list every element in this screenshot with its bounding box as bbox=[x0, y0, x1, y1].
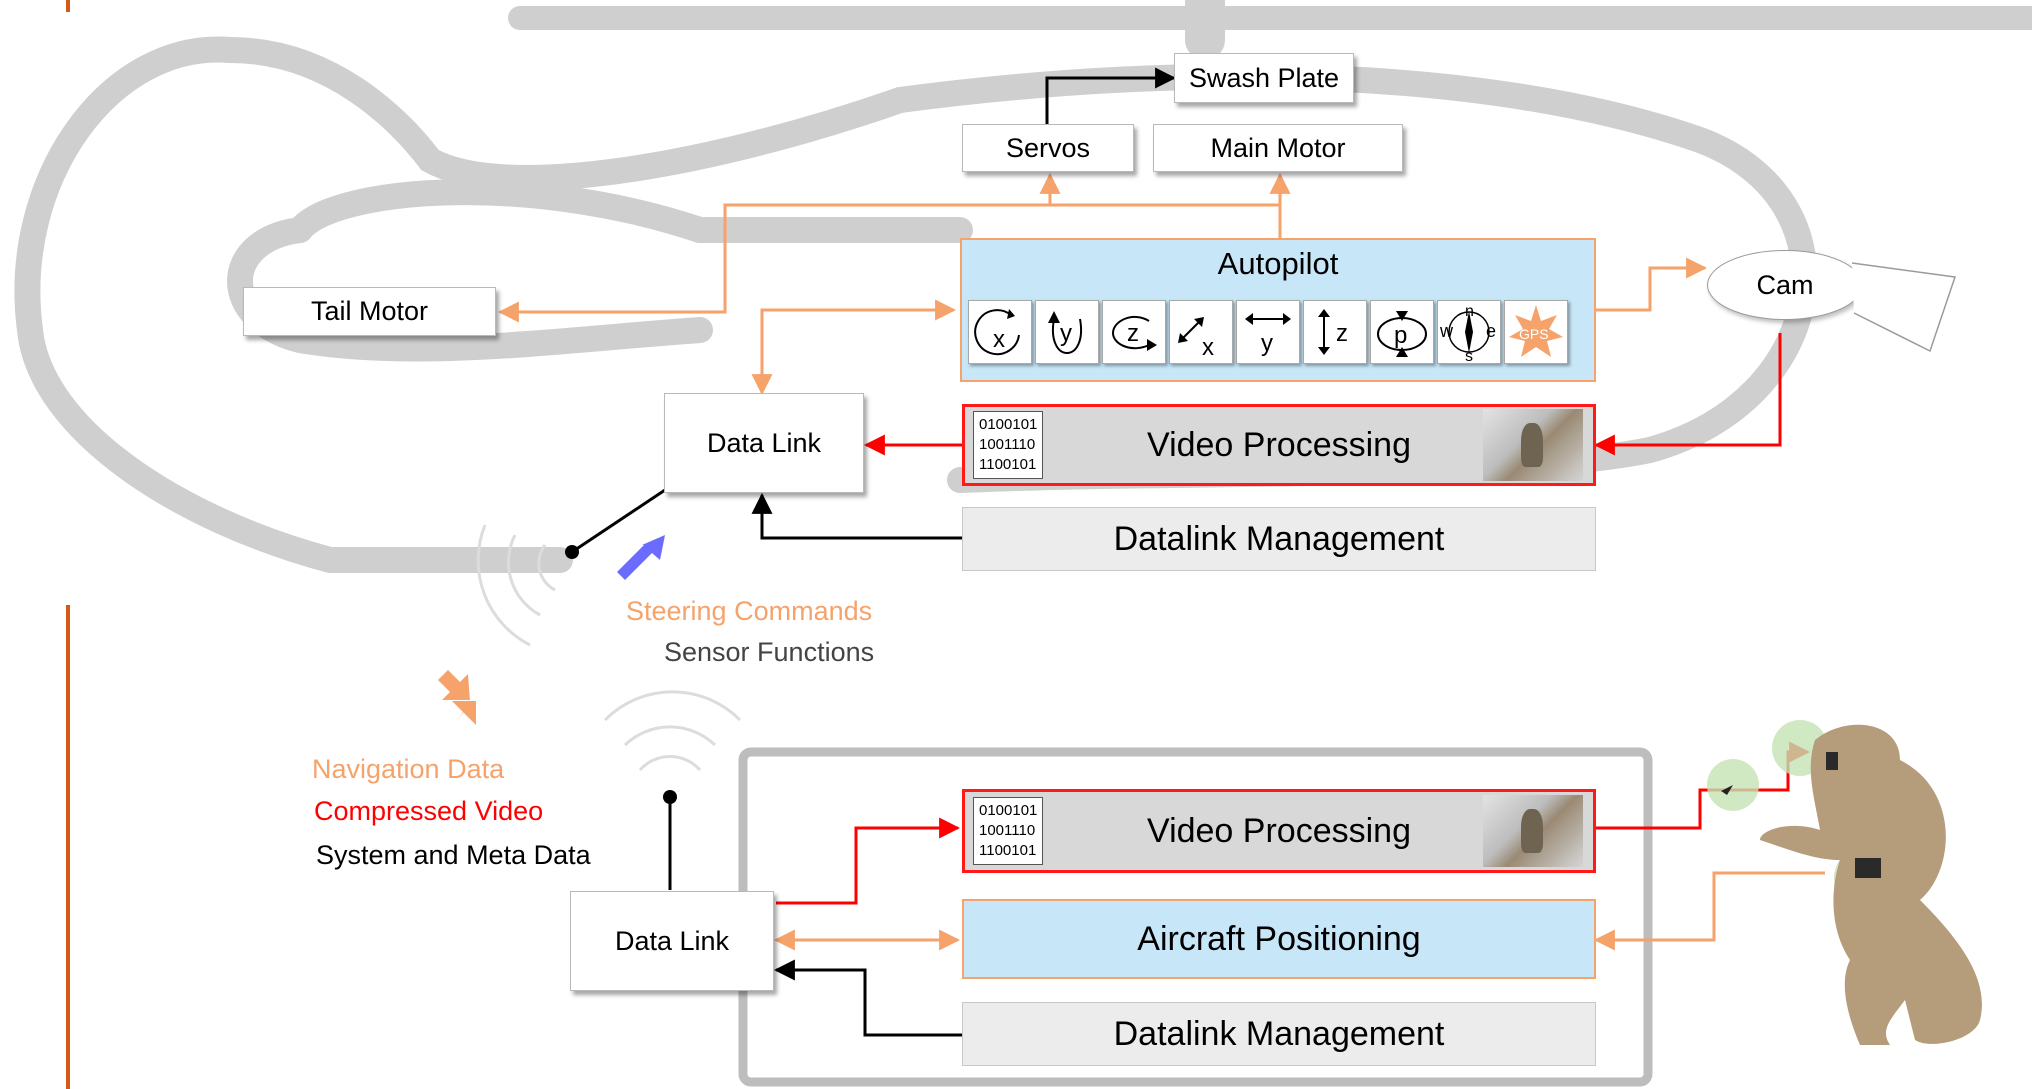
translate-z-icon: z bbox=[1318, 309, 1348, 355]
video-processing-ground-box: 0100101 1001110 1100101 Video Processing bbox=[962, 789, 1596, 873]
system-meta-data-label: System and Meta Data bbox=[316, 840, 591, 870]
compressed-video-label: Compressed Video bbox=[314, 796, 544, 826]
compass-icon: n w e s bbox=[1439, 303, 1496, 365]
swash-plate-box: Swash Plate bbox=[1174, 53, 1354, 103]
bottom-wires bbox=[773, 741, 1825, 1037]
svg-text:x: x bbox=[993, 326, 1005, 353]
svg-text:z: z bbox=[1127, 320, 1139, 347]
data-link-air-label: Data Link bbox=[706, 427, 822, 458]
aircraft-positioning-box: Aircraft Positioning bbox=[962, 899, 1596, 979]
video-processing-air-label: Video Processing bbox=[1147, 425, 1411, 464]
soldier-figure bbox=[1707, 720, 1982, 1045]
datalink-management-air-label: Datalink Management bbox=[1113, 519, 1445, 558]
svg-text:y: y bbox=[1060, 320, 1072, 347]
cam-lens bbox=[1851, 262, 1957, 353]
data-link-ground-label: Data Link bbox=[614, 925, 730, 956]
main-motor-label: Main Motor bbox=[1210, 132, 1346, 163]
svg-text:y: y bbox=[1261, 330, 1273, 357]
top-orange-wires bbox=[497, 172, 1708, 396]
video-processing-air-box: 0100101 1001110 1100101 Video Processing bbox=[962, 404, 1596, 486]
video-thumbnail-air bbox=[1483, 409, 1583, 481]
datalink-management-ground-box: Datalink Management bbox=[962, 1002, 1596, 1066]
autopilot-title: Autopilot bbox=[1217, 246, 1339, 281]
svg-text:p: p bbox=[1394, 322, 1407, 349]
steering-commands-label: Steering Commands bbox=[626, 596, 873, 626]
rotate-z-icon: z bbox=[1111, 315, 1157, 351]
tile-rotate-z: z bbox=[1102, 300, 1166, 364]
binary-data-air: 0100101 1001110 1100101 bbox=[973, 411, 1044, 479]
aircraft-positioning-label: Aircraft Positioning bbox=[1137, 919, 1421, 958]
tile-rotate-y: y bbox=[1035, 300, 1099, 364]
servos-label: Servos bbox=[1005, 132, 1091, 163]
cam-label: Cam bbox=[1756, 269, 1814, 300]
svg-text:n: n bbox=[1465, 303, 1474, 320]
binary-data-ground: 0100101 1001110 1100101 bbox=[973, 797, 1044, 865]
data-link-air-box: Data Link bbox=[664, 393, 864, 493]
tail-motor-label: Tail Motor bbox=[310, 296, 429, 326]
video-processing-ground-label: Video Processing bbox=[1147, 811, 1411, 850]
datalink-management-ground-label: Datalink Management bbox=[1113, 1014, 1445, 1053]
sensor-functions-label: Sensor Functions bbox=[664, 637, 875, 667]
tile-pressure: p bbox=[1370, 300, 1434, 364]
rotate-x-icon: x bbox=[974, 309, 1020, 356]
data-link-ground-box: Data Link bbox=[570, 891, 774, 991]
tile-gps: GPS bbox=[1504, 300, 1568, 364]
tile-rotate-x: x bbox=[968, 300, 1032, 364]
video-thumbnail-ground bbox=[1483, 795, 1583, 867]
pressure-icon: p bbox=[1377, 311, 1427, 357]
translate-y-icon: y bbox=[1245, 313, 1291, 357]
svg-text:e: e bbox=[1486, 321, 1496, 341]
top-red-wires bbox=[863, 333, 1782, 456]
bottom-antenna bbox=[603, 690, 742, 890]
tile-translate-z: z bbox=[1303, 300, 1367, 364]
svg-text:GPS: GPS bbox=[1519, 326, 1549, 342]
tile-translate-x: x bbox=[1169, 300, 1233, 364]
rotate-y-icon: y bbox=[1048, 311, 1082, 355]
top-antenna bbox=[476, 488, 666, 647]
svg-text:s: s bbox=[1465, 348, 1473, 363]
signal-arrow-up bbox=[617, 535, 665, 580]
cam-box: Cam bbox=[1707, 250, 1863, 320]
datalink-management-air-box: Datalink Management bbox=[962, 507, 1596, 571]
tile-translate-y: y bbox=[1236, 300, 1300, 364]
swash-plate-label: Swash Plate bbox=[1188, 62, 1340, 93]
translate-x-icon: x bbox=[1178, 317, 1214, 361]
tail-motor-box: Tail Motor bbox=[243, 287, 496, 336]
gps-icon: GPS bbox=[1509, 305, 1563, 357]
main-motor-box: Main Motor bbox=[1153, 124, 1403, 172]
signal-arrow-down bbox=[436, 670, 476, 725]
tile-compass: n w e s bbox=[1437, 300, 1501, 365]
svg-text:x: x bbox=[1202, 334, 1214, 361]
top-black-wires bbox=[751, 67, 1177, 540]
servos-box: Servos bbox=[962, 124, 1134, 172]
svg-text:w: w bbox=[1439, 321, 1454, 341]
svg-text:z: z bbox=[1336, 320, 1348, 347]
navigation-data-label: Navigation Data bbox=[312, 754, 505, 784]
